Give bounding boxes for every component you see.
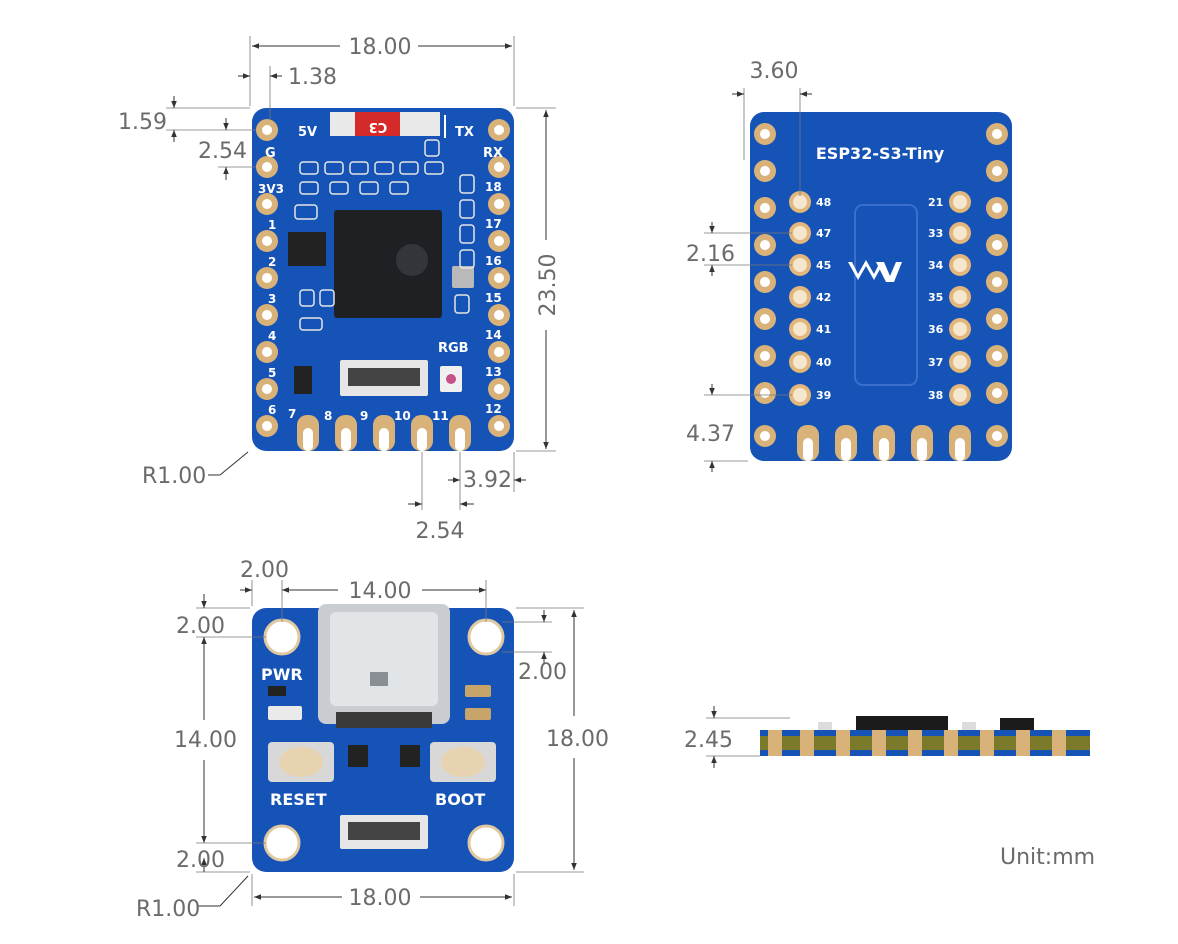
back-right-through-holes — [949, 191, 971, 406]
label-tx: TX — [455, 125, 474, 140]
svg-text:36: 36 — [928, 323, 944, 336]
back-left-castellated-pads — [754, 123, 776, 447]
back-right-pin-labels: 21 33 34 35 36 37 38 — [928, 196, 944, 402]
dim-pad-offset: 1.38 — [288, 65, 337, 90]
svg-text:11: 11 — [432, 409, 449, 423]
top-left-pin-labels: 1 2 3 4 5 6 — [268, 218, 276, 417]
back-bottom-castellated-pads — [797, 425, 971, 461]
right-castellated-pads — [488, 119, 510, 437]
bottom-view-dimensions: 3.60 2.16 4.37 — [686, 59, 812, 472]
dim-hole-span-x: 14.00 — [349, 579, 412, 604]
dim-adapter-corner-radius: R1.00 — [136, 897, 200, 922]
svg-text:4: 4 — [268, 329, 276, 343]
unit-label: Unit:mm — [1000, 845, 1095, 870]
dim-hole-offset-bottom: 2.00 — [176, 848, 225, 873]
svg-text:38: 38 — [928, 389, 943, 402]
back-board — [750, 112, 1012, 461]
dim-adapter-width: 18.00 — [349, 886, 412, 911]
svg-text:39: 39 — [816, 389, 831, 402]
top-view-module: C3 5V TX G RX 3V3 RGB — [252, 108, 514, 451]
waveshare-logo — [848, 260, 884, 280]
svg-text:9: 9 — [360, 409, 368, 423]
svg-text:10: 10 — [394, 409, 411, 423]
dim-top-width: 18.00 — [349, 35, 412, 60]
svg-text:14: 14 — [485, 328, 502, 342]
label-reset: RESET — [270, 790, 327, 809]
esp32-chip — [334, 210, 442, 318]
svg-text:34: 34 — [928, 259, 944, 272]
board-title: ESP32-S3-Tiny — [816, 144, 945, 163]
svg-text:40: 40 — [816, 356, 832, 369]
adapter-board: PWR RESET BOOT — [252, 604, 514, 872]
svg-text:5: 5 — [268, 366, 276, 380]
dim-top-corner-radius: R1.00 — [142, 464, 206, 489]
svg-text:16: 16 — [485, 254, 502, 268]
dim-adapter-height: 18.00 — [546, 727, 609, 752]
label-rgb: RGB — [438, 341, 469, 356]
label-3v3: 3V3 — [258, 182, 284, 196]
svg-text:8: 8 — [324, 409, 332, 423]
side-castellations — [768, 730, 1066, 756]
dim-pitch-left: 2.54 — [198, 139, 247, 164]
svg-text:47: 47 — [816, 227, 831, 240]
dim-edge-offset: 3.92 — [463, 468, 512, 493]
dim-hole-offset-right: 2.00 — [518, 660, 567, 685]
dim-top-height: 23.50 — [536, 254, 561, 317]
dim-pitch-bottom: 2.54 — [416, 519, 465, 544]
dim-pin-spacing-x: 3.60 — [750, 59, 799, 84]
dim-hole-span-y: 14.00 — [174, 728, 237, 753]
label-rx: RX — [483, 146, 503, 161]
top-bottom-pin-labels: 7 8 9 10 11 — [288, 407, 449, 423]
svg-text:7: 7 — [288, 407, 296, 421]
side-chip — [856, 716, 948, 730]
label-boot: BOOT — [435, 790, 485, 809]
svg-text:17: 17 — [485, 217, 502, 231]
dim-pin-pitch: 2.16 — [686, 242, 735, 267]
svg-text:21: 21 — [928, 196, 943, 209]
label-g: G — [265, 146, 276, 161]
svg-text:18: 18 — [485, 180, 502, 194]
dim-top-margin: 1.59 — [118, 110, 167, 135]
svg-text:2: 2 — [268, 255, 276, 269]
mount-hole-br — [467, 824, 505, 862]
mount-hole-tr — [467, 618, 505, 656]
svg-text:41: 41 — [816, 323, 831, 336]
svg-text:C3: C3 — [369, 119, 388, 134]
svg-text:12: 12 — [485, 402, 502, 416]
mount-hole-bl — [263, 824, 301, 862]
svg-text:33: 33 — [928, 227, 943, 240]
top-right-pin-labels: 18 17 16 15 14 13 12 — [485, 180, 502, 416]
left-castellated-pads — [256, 119, 278, 437]
back-right-castellated-pads — [986, 123, 1008, 447]
regulator-component — [288, 232, 326, 266]
dim-thickness: 2.45 — [684, 728, 733, 753]
svg-text:13: 13 — [485, 365, 502, 379]
svg-text:6: 6 — [268, 403, 276, 417]
side-view-dimensions: 2.45 — [684, 706, 790, 768]
svg-text:1: 1 — [268, 218, 276, 232]
svg-text:42: 42 — [816, 291, 831, 304]
back-left-pin-labels: 48 47 45 42 41 40 39 — [816, 196, 832, 402]
svg-text:37: 37 — [928, 356, 943, 369]
top-view-dimensions: 18.00 1.38 1.59 2.54 23.50 R1.00 3.92 2.… — [118, 35, 561, 544]
adapter-dimensions: 2.00 14.00 2.00 14.00 2.00 2.00 18.00 R1… — [136, 558, 609, 922]
bottom-view-module: ESP32-S3-Tiny 48 47 45 42 41 40 — [750, 112, 1012, 461]
svg-text:45: 45 — [816, 259, 831, 272]
back-left-through-holes — [789, 191, 811, 406]
dim-hole-offset-top: 2.00 — [176, 614, 225, 639]
side-view-module — [760, 716, 1090, 756]
dim-edge-offset-back: 4.37 — [686, 422, 735, 447]
svg-text:48: 48 — [816, 196, 831, 209]
dim-hole-offset-x: 2.00 — [240, 558, 289, 583]
bottom-castellated-pads — [297, 415, 471, 451]
svg-text:15: 15 — [485, 291, 502, 305]
mount-hole-tl — [263, 618, 301, 656]
svg-text:3: 3 — [268, 292, 276, 306]
label-5v: 5V — [298, 125, 317, 140]
label-pwr: PWR — [261, 665, 303, 684]
svg-text:35: 35 — [928, 291, 943, 304]
